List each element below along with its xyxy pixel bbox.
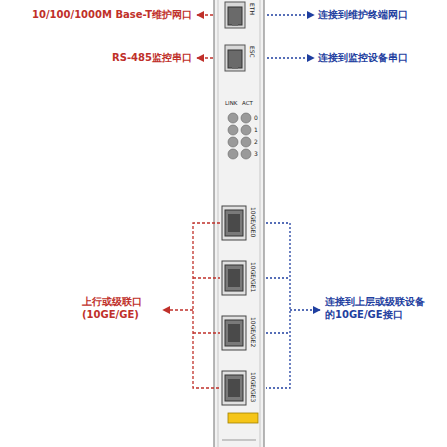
port-function: 10/100/1000M Base-T维护网口 — [32, 9, 192, 22]
port-icon — [221, 260, 247, 296]
red-leader — [163, 15, 220, 388]
led-header: ACT — [242, 100, 253, 107]
port-icon — [224, 44, 246, 72]
blue-leader — [266, 15, 320, 388]
led-number: 2 — [254, 138, 258, 146]
sfp-port: 10GE/GE2 — [221, 315, 259, 351]
sfp-port: 10GE/GE0 — [221, 205, 259, 241]
port-name: 10GE/GE2 — [250, 317, 256, 347]
port-function: RS-485监控串口 — [112, 52, 192, 65]
rj45-port: ESC — [224, 44, 260, 72]
connection-note: 连接到维护终端网口 — [318, 9, 408, 22]
panel-edge — [260, 0, 261, 447]
led-number: 1 — [254, 126, 258, 134]
led-header: LINK — [225, 100, 237, 107]
port-name: ESC — [249, 46, 255, 58]
sfp-port: 10GE/GE1 — [221, 260, 259, 296]
port-icon — [221, 205, 247, 241]
port-icon — [224, 1, 246, 29]
port-function: 上行或级联口 (10GE/GE) — [82, 296, 154, 321]
sfp-port: 10GE/GE3 — [221, 370, 259, 406]
port-name: ETH — [249, 3, 255, 15]
port-icon — [221, 315, 247, 351]
port-icon — [221, 370, 247, 406]
led-number: 3 — [254, 150, 258, 158]
port-name: 10GE/GE1 — [250, 262, 256, 292]
port-name: 10GE/GE0 — [250, 207, 256, 237]
connection-note: 连接到上层或级联设备的10GE/GE接口 — [325, 296, 429, 321]
rj45-port: ETH — [224, 1, 260, 29]
warning-label — [228, 413, 258, 423]
led-grid — [228, 113, 251, 159]
board-panel — [214, 0, 264, 447]
connection-note: 连接到监控设备串口 — [318, 52, 408, 65]
panel-lever — [222, 440, 256, 441]
port-name: 10GE/GE3 — [250, 372, 256, 402]
led-number: 0 — [254, 114, 258, 122]
